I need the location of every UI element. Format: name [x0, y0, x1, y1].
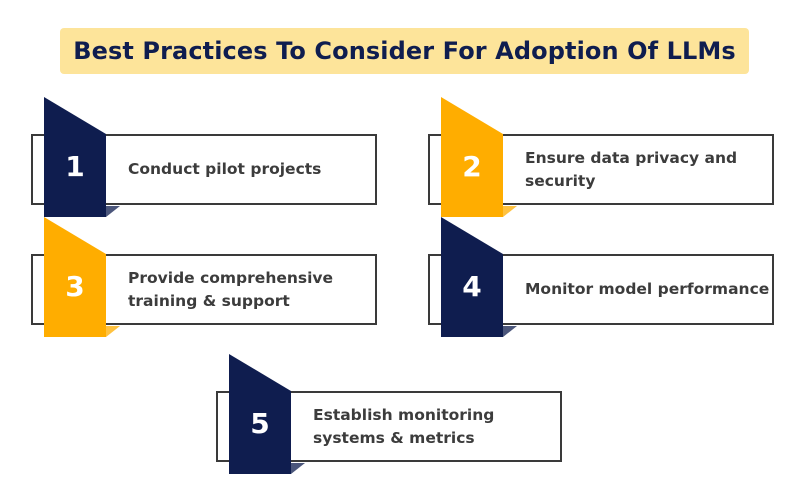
page-title: Best Practices To Consider For Adoption … [73, 37, 736, 65]
badge-number: 4 [462, 270, 482, 303]
badge-number: 1 [65, 150, 85, 183]
badge-shape [44, 97, 120, 217]
badge-shape [441, 97, 517, 217]
practice-card-2: 2 Ensure data privacy and security [428, 97, 778, 217]
badge-number: 2 [462, 150, 482, 183]
number-badge: 2 [441, 97, 519, 217]
badge-shape [44, 217, 120, 337]
badge-shape [441, 217, 517, 337]
badge-number: 5 [250, 407, 270, 440]
number-badge: 1 [44, 97, 122, 217]
practice-card-1: 1 Conduct pilot projects [31, 97, 381, 217]
practice-card-3: 3 Provide comprehensive training & suppo… [31, 217, 381, 337]
practice-text: Conduct pilot projects [128, 160, 322, 178]
number-badge: 4 [441, 217, 519, 337]
practice-card-5: 5 Establish monitoring systems & metrics [216, 354, 566, 474]
practice-card-4: 4 Monitor model performance [428, 217, 778, 337]
practice-text: Provide comprehensive training & support [128, 268, 334, 310]
number-badge: 3 [44, 217, 122, 337]
badge-number: 3 [65, 270, 85, 303]
practice-text: Establish monitoring systems & metrics [313, 405, 495, 447]
practice-text: Ensure data privacy and security [525, 148, 738, 190]
badge-shape [229, 354, 305, 474]
practice-text: Monitor model performance [525, 280, 770, 298]
number-badge: 5 [229, 354, 307, 474]
title-banner: Best Practices To Consider For Adoption … [60, 28, 749, 74]
